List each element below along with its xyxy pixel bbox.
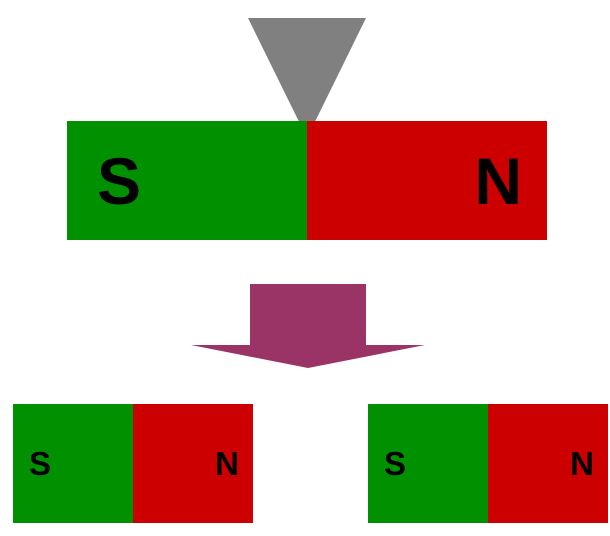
split-arrow bbox=[191, 284, 425, 368]
cutting-blade-triangle bbox=[248, 18, 366, 138]
bottom-magnet-right: S N bbox=[368, 404, 608, 523]
right-magnet-north-pole: N bbox=[488, 404, 608, 523]
right-magnet-north-label: N bbox=[570, 444, 594, 482]
split-arrow-shape bbox=[191, 284, 425, 368]
right-magnet-south-label: S bbox=[384, 444, 407, 482]
right-magnet-south-pole: S bbox=[368, 404, 488, 523]
bottom-magnet-left: S N bbox=[13, 404, 253, 523]
blade-shape bbox=[248, 18, 366, 138]
left-magnet-north-label: N bbox=[215, 444, 239, 482]
top-magnet-north-label: N bbox=[474, 143, 522, 218]
left-magnet-south-pole: S bbox=[13, 404, 133, 523]
left-magnet-south-label: S bbox=[29, 444, 52, 482]
top-magnet-south-pole: S bbox=[67, 121, 307, 240]
top-magnet: S N bbox=[67, 121, 547, 240]
left-magnet-north-pole: N bbox=[133, 404, 253, 523]
top-magnet-south-label: S bbox=[97, 143, 142, 218]
top-magnet-north-pole: N bbox=[307, 121, 547, 240]
